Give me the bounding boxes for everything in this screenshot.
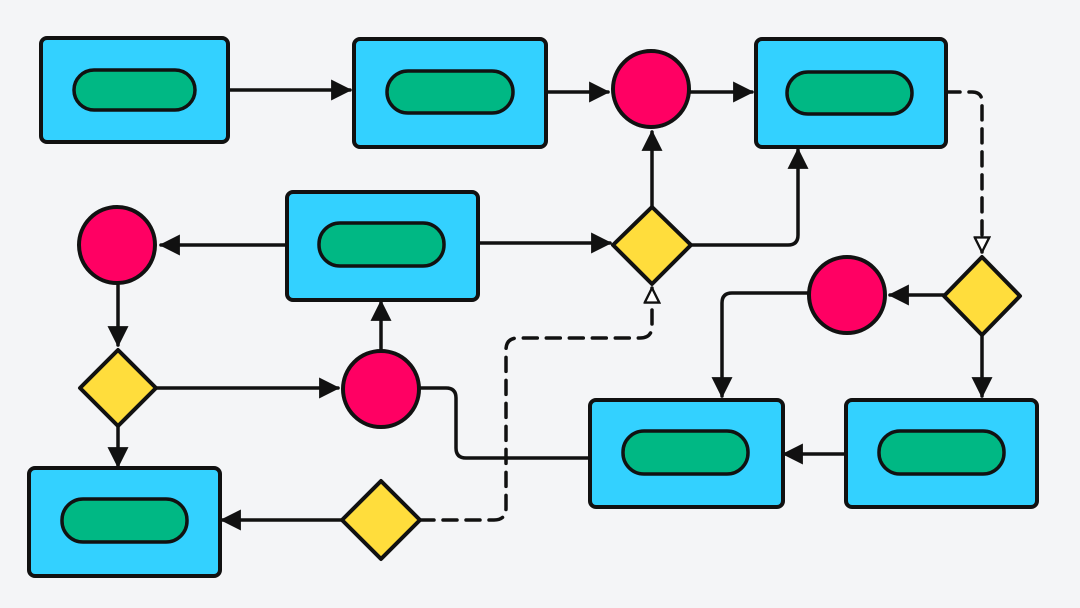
process-box-4-pill — [317, 221, 446, 268]
dashed-connector-box3-to-diamond3 — [944, 90, 982, 254]
event-circle-3 — [341, 349, 421, 429]
decision-diamond-1 — [611, 205, 693, 286]
event-circle-1 — [611, 49, 691, 129]
process-box-7-pill — [60, 497, 189, 544]
process-box-2 — [352, 37, 548, 149]
process-box-3 — [754, 37, 948, 149]
process-box-4 — [285, 190, 480, 302]
connector-circle3-to-box5 — [418, 386, 592, 460]
process-box-1-pill — [72, 68, 197, 112]
decision-diamond-4 — [340, 479, 422, 561]
connector-circle4-to-box5 — [711, 291, 810, 399]
process-box-5-pill — [621, 429, 750, 476]
process-box-7 — [27, 466, 222, 578]
connector-diamond1-to-box3 — [689, 147, 809, 247]
process-box-3-pill — [785, 70, 914, 116]
connectors — [107, 79, 993, 531]
decision-diamond-3 — [942, 255, 1022, 337]
process-box-1 — [39, 36, 230, 144]
event-circle-2 — [77, 205, 157, 285]
process-box-6-pill — [877, 429, 1006, 476]
process-box-2-pill — [385, 69, 515, 115]
process-box-5 — [588, 398, 785, 509]
event-circle-4 — [807, 255, 887, 335]
dashed-connector-diamond4-to-diamond1 — [418, 286, 652, 522]
process-box-6 — [844, 398, 1039, 509]
decision-diamond-2 — [78, 348, 158, 428]
